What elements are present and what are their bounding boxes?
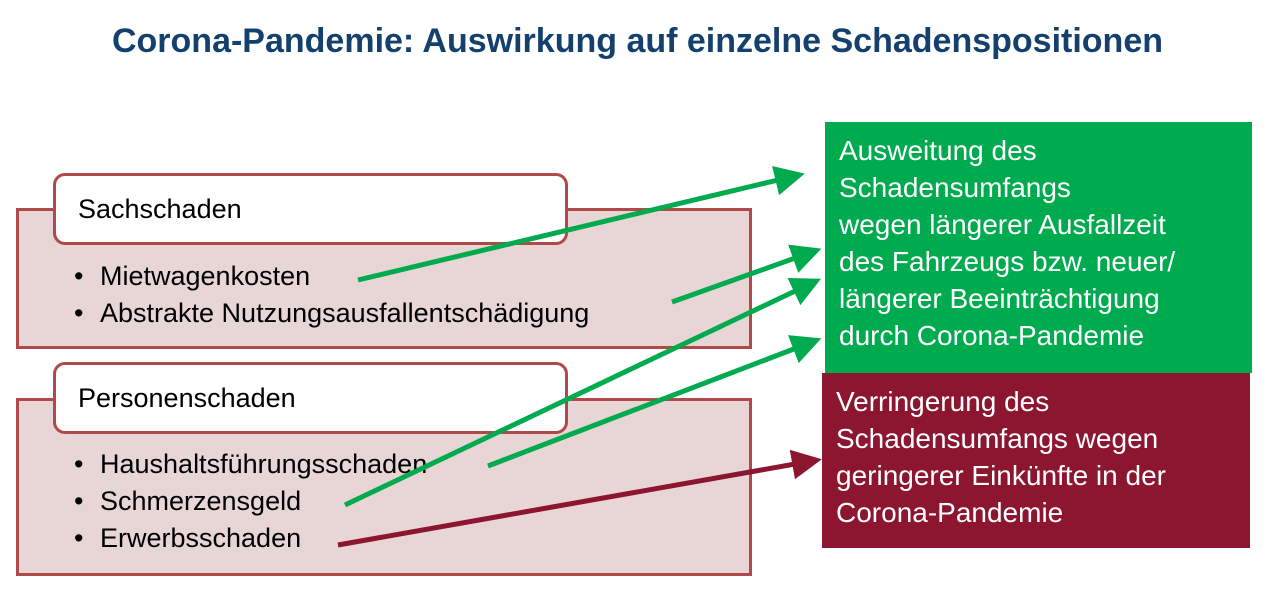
decrease-effect-box: Verringerung des Schadensumfangs wegen g… (822, 373, 1250, 548)
personenschaden-heading: Personenschaden (53, 362, 568, 434)
sachschaden-list: Mietwagenkosten Abstrakte Nutzungsausfal… (74, 258, 589, 332)
sachschaden-heading: Sachschaden (53, 173, 568, 245)
decrease-line: geringerer Einkünfte in der (836, 460, 1166, 491)
list-item-mietwagenkosten: Mietwagenkosten (74, 258, 589, 295)
decrease-line: Verringerung des (836, 386, 1050, 417)
increase-line: Schadensumfangs (839, 172, 1071, 203)
increase-line: Ausweitung des (839, 135, 1037, 166)
decrease-line: Corona-Pandemie (836, 497, 1064, 528)
increase-line: des Fahrzeugs bzw. neuer/ (839, 246, 1176, 277)
page-title: Corona-Pandemie: Auswirkung auf einzelne… (111, 22, 1163, 60)
list-item-haushaltsfuehrung: Haushaltsführungsschaden (74, 446, 427, 483)
increase-line: wegen längerer Ausfallzeit (839, 209, 1166, 240)
increase-line: längerer Beeinträchtigung (839, 283, 1160, 314)
list-item-schmerzensgeld: Schmerzensgeld (74, 483, 427, 520)
increase-line: durch Corona-Pandemie (839, 320, 1145, 351)
personenschaden-list: Haushaltsführungsschaden Schmerzensgeld … (74, 446, 427, 557)
list-item-erwerbsschaden: Erwerbsschaden (74, 520, 427, 557)
list-item-nutzungsausfall: Abstrakte Nutzungsausfallentschädigung (74, 295, 589, 332)
increase-effect-box: Ausweitung des Schadensumfangs wegen län… (825, 122, 1252, 373)
decrease-line: Schadensumfangs wegen (836, 423, 1159, 454)
